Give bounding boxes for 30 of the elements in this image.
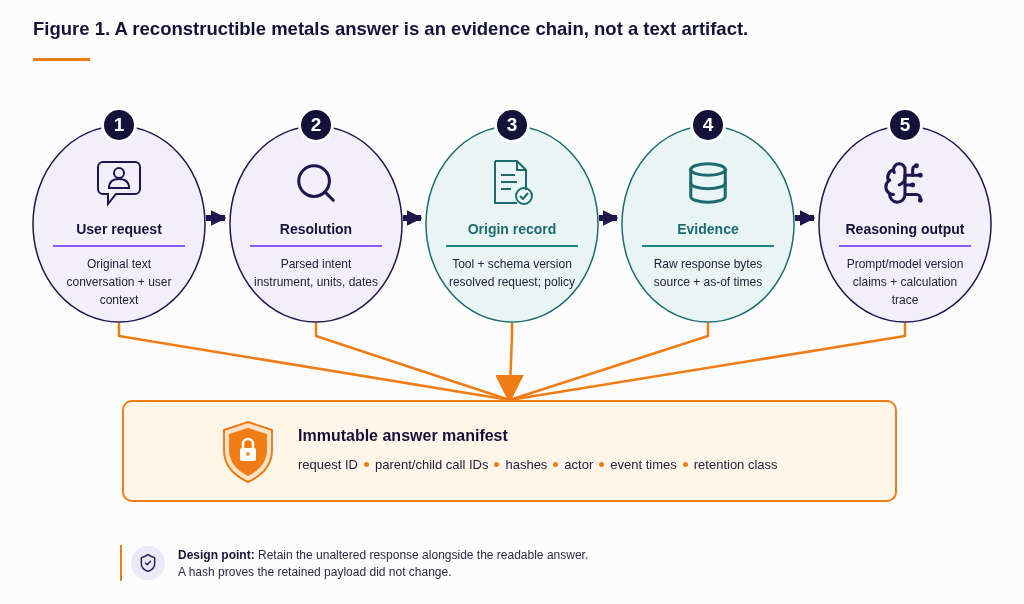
step-heading: Evidence: [677, 221, 739, 237]
step-heading: User request: [76, 221, 162, 237]
step-description: Tool + schema version resolved request; policy: [448, 256, 576, 291]
manifest-title: Immutable answer manifest: [298, 427, 508, 445]
step-arrow: [403, 210, 423, 226]
manifest-item: hashes: [505, 457, 548, 472]
design-note: Design point: Retain the unaltered response alongside the readable answer. A hash proves the retained payload did not change.: [178, 547, 590, 581]
step-arrow: [206, 210, 227, 226]
connector-arrow: [495, 323, 907, 403]
step-number: 1: [101, 107, 137, 143]
step-description: Parsed intent instrument, units, dates: [252, 256, 380, 291]
step-description: Original text conversation + user context: [65, 256, 173, 309]
manifest-box: [122, 400, 897, 502]
step-heading: Reasoning output: [845, 221, 965, 237]
step-arrow: [599, 210, 619, 226]
step-number: 3: [494, 107, 530, 143]
step-description: Raw response bytes source + as-of times: [652, 256, 764, 291]
step-number: 2: [298, 107, 334, 143]
step-heading: Resolution: [279, 221, 353, 237]
manifest-item: event times: [610, 457, 677, 472]
step-heading: Origin record: [467, 221, 557, 237]
step-arrow: [795, 210, 816, 226]
step-description: Prompt/model version claims + calculation trace: [845, 256, 965, 309]
step-number: 4: [690, 107, 726, 143]
figure-title: Figure 1. A reconstructible metals answer is an evidence chain, not a text artifact.: [33, 18, 749, 40]
manifest-item: actor: [564, 457, 594, 472]
manifest-item: request ID: [298, 457, 358, 472]
manifest-item: retention class: [693, 457, 778, 472]
manifest-item: parent/child call IDs: [375, 457, 489, 472]
step-number: 5: [887, 107, 923, 143]
